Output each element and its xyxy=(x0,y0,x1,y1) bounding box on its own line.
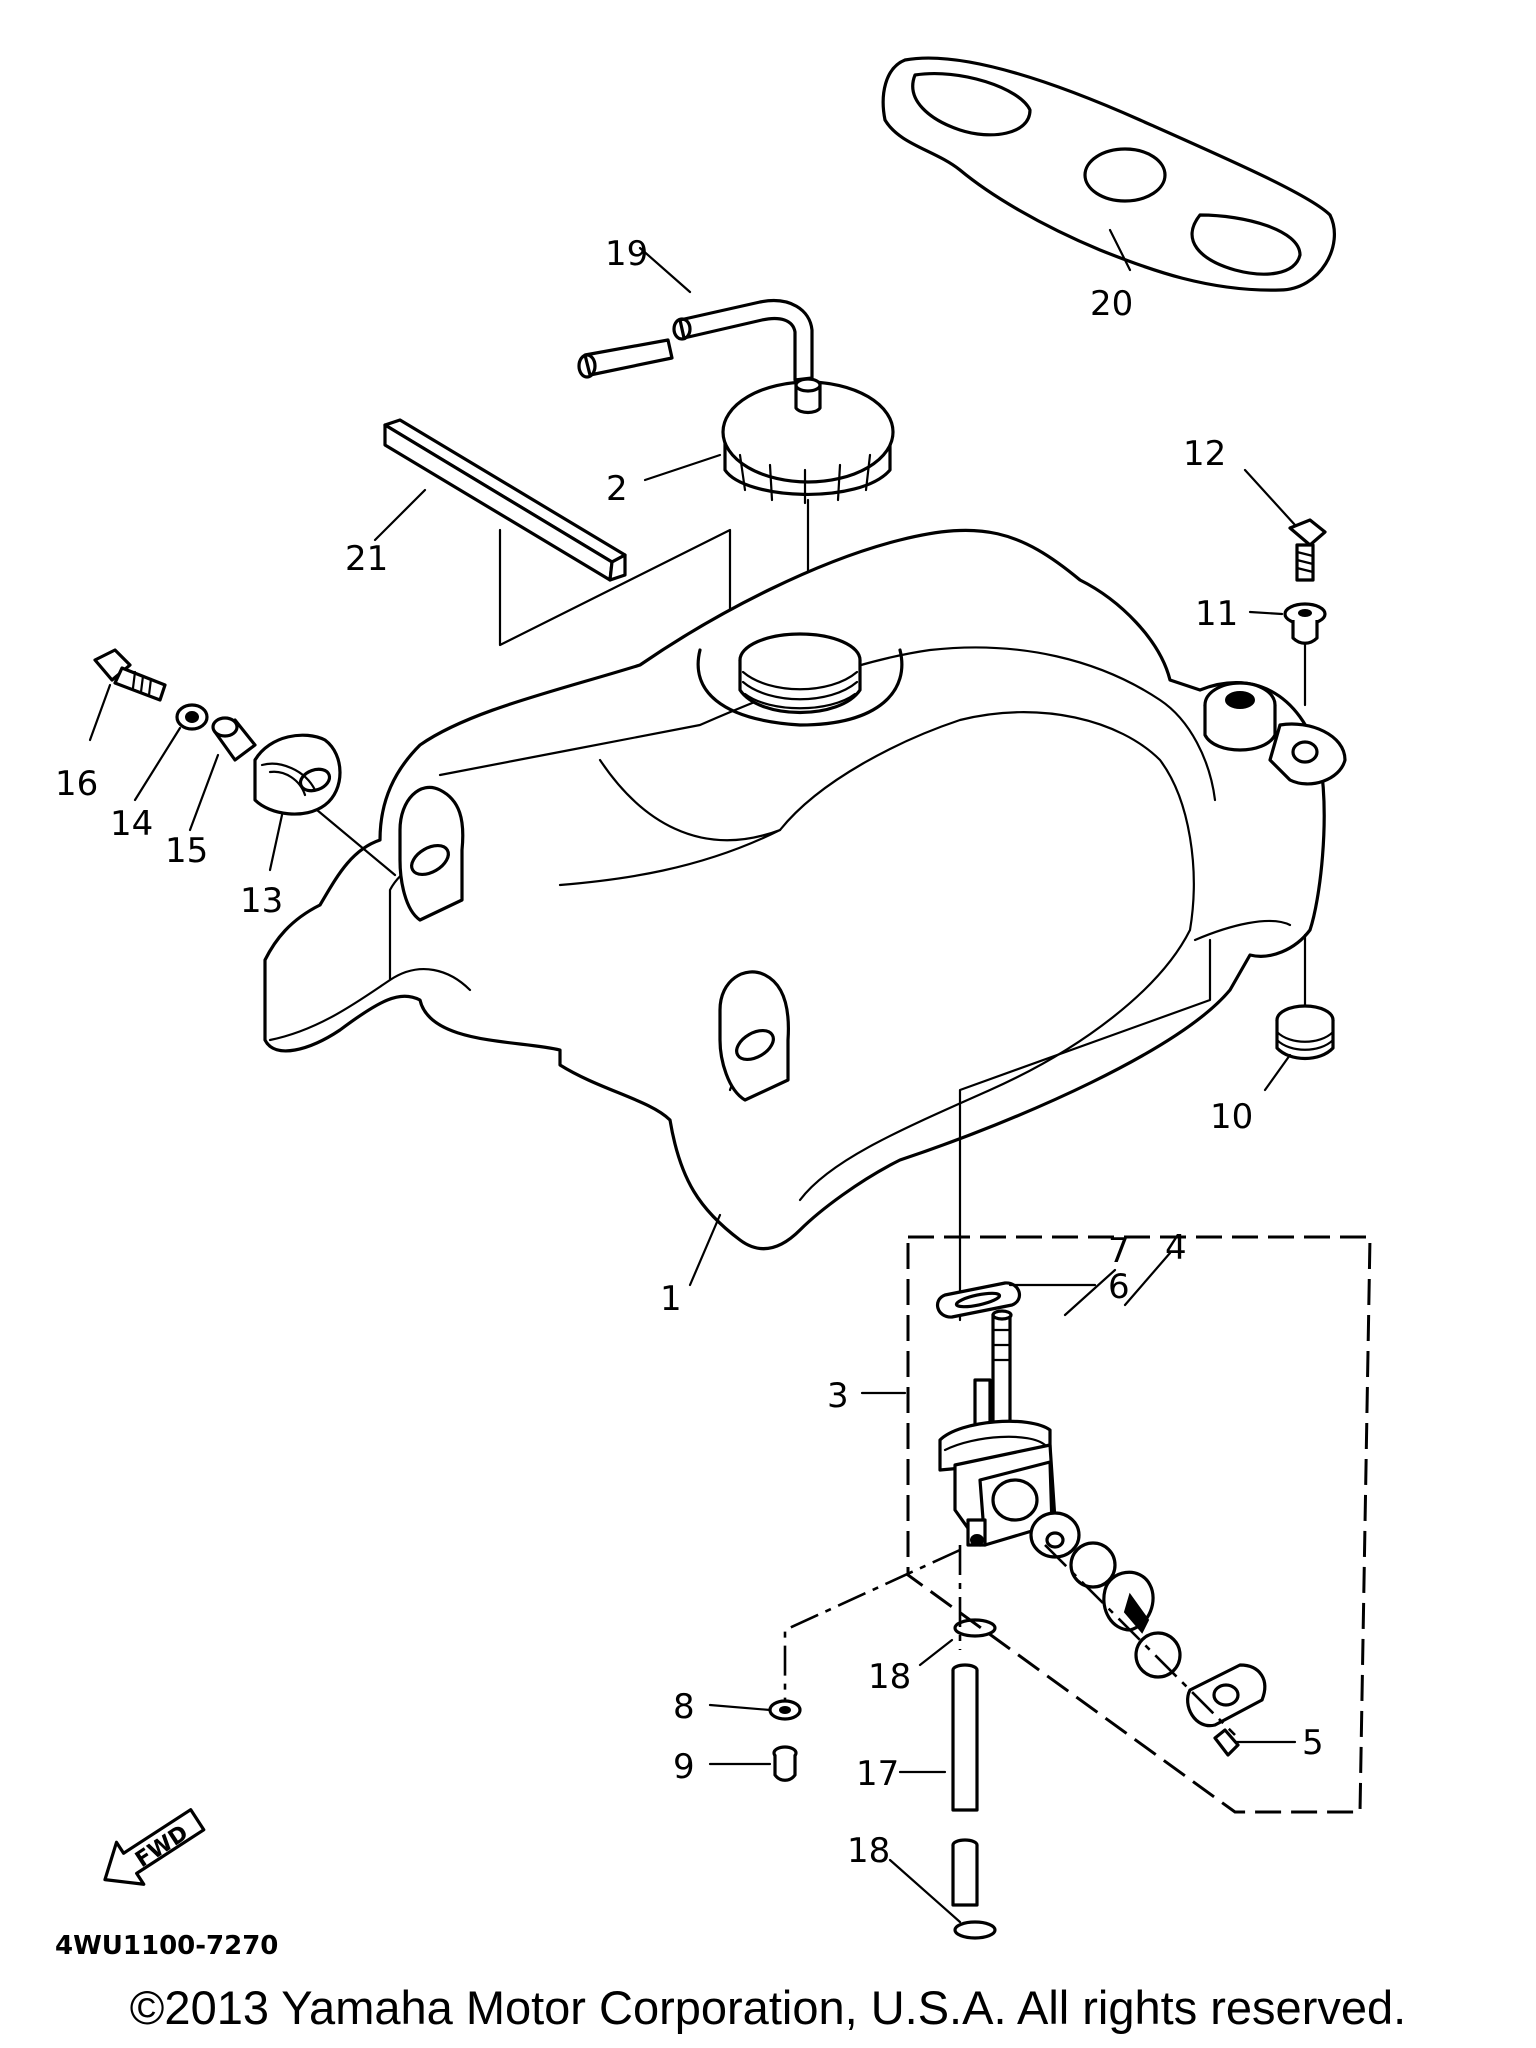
callout-18b: 18 xyxy=(847,1831,890,1871)
callout-21: 21 xyxy=(345,539,388,579)
part-14-washer xyxy=(175,703,209,731)
part-16-bolt xyxy=(93,648,167,702)
callout-numbers: 1 2 3 4 5 6 7 8 9 10 11 12 13 14 15 16 1… xyxy=(55,234,1324,1871)
part-20-plate xyxy=(881,56,1336,292)
part-5-screw xyxy=(1213,1728,1240,1757)
part-7-seal xyxy=(1029,1511,1081,1559)
callout-12: 12 xyxy=(1183,434,1226,474)
callout-1: 1 xyxy=(660,1279,682,1319)
callout-6: 6 xyxy=(1108,1267,1130,1307)
flow-line-2 xyxy=(783,1548,961,1700)
part-4-o-ring xyxy=(1069,1541,1182,1679)
copyright-notice: ©2013 Yamaha Motor Corporation, U.S.A. A… xyxy=(129,1981,1407,2034)
callout-11: 11 xyxy=(1195,594,1238,634)
part-9-bolt xyxy=(772,1745,798,1782)
part-lever xyxy=(1102,1570,1155,1634)
part-code: 4WU1100-7270 xyxy=(55,1931,278,1961)
flow-line-3 xyxy=(1044,1544,1236,1736)
part-21-foam-strip xyxy=(383,418,732,707)
callout-7: 7 xyxy=(1108,1231,1130,1271)
callout-5: 5 xyxy=(1302,1723,1324,1763)
callout-3: 3 xyxy=(827,1376,849,1416)
part-2-fuel-cap xyxy=(721,377,895,602)
leader-lines xyxy=(88,228,1297,1924)
part-8-washer xyxy=(768,1699,802,1721)
part-12-bolt xyxy=(1288,518,1327,582)
callout-15: 15 xyxy=(165,831,208,871)
callout-17: 17 xyxy=(856,1754,899,1794)
part-3-fuel-cock xyxy=(938,1309,1057,1547)
callout-16: 16 xyxy=(55,764,98,804)
part-17-hose xyxy=(951,1663,979,1907)
part-13-grommet xyxy=(253,733,342,816)
part-18-clip xyxy=(953,1618,997,1940)
part-10-grommet xyxy=(1275,1004,1335,1060)
callout-19: 19 xyxy=(605,234,648,274)
part-3-group-outline xyxy=(906,1235,1372,1814)
part-15-collar xyxy=(211,716,257,762)
part-cover-plate xyxy=(1186,1663,1267,1728)
callout-9: 9 xyxy=(673,1747,695,1787)
part-11-collar xyxy=(1283,602,1327,645)
callout-18a: 18 xyxy=(868,1657,911,1697)
callout-10: 10 xyxy=(1210,1097,1253,1137)
callout-4: 4 xyxy=(1165,1228,1187,1268)
callout-2: 2 xyxy=(606,469,628,509)
callout-14: 14 xyxy=(110,804,153,844)
callout-20: 20 xyxy=(1090,284,1133,324)
part-1-fuel-tank xyxy=(263,528,1347,1322)
callout-13: 13 xyxy=(240,881,283,921)
part-19-breather-hose xyxy=(577,299,814,382)
callout-8: 8 xyxy=(673,1687,695,1727)
fwd-arrow-icon: FWD xyxy=(103,1808,206,1886)
